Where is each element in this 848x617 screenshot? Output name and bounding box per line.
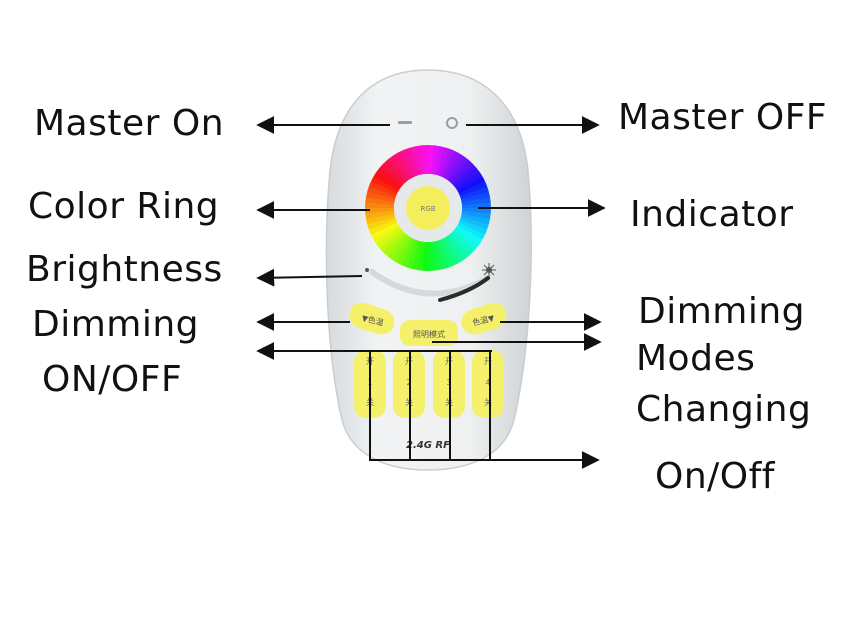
ring-center-button[interactable] — [406, 186, 450, 230]
label-color-ring: Color Ring — [28, 186, 220, 227]
arrow-brightness — [256, 268, 363, 287]
zone-off-label: 关 — [484, 397, 492, 407]
dimming-right-button[interactable] — [461, 302, 507, 335]
zone-number: 4 — [485, 378, 490, 387]
mode-button-label: 照明模式 — [413, 329, 445, 339]
brightness-low-icon — [365, 268, 369, 272]
label-on-off-right: On/Off — [655, 456, 775, 497]
label-master-on: Master On — [34, 103, 225, 144]
brightness-slider-highlight — [438, 276, 490, 302]
label-on-off-left: ON/OFF — [42, 359, 183, 400]
zone-on-label: 开 — [484, 357, 492, 366]
zone-button-4[interactable] — [472, 350, 504, 418]
ring-center-label: RGB — [420, 205, 435, 213]
label-dimming-right: Dimming — [638, 291, 806, 332]
label-indicator: Indicator — [630, 194, 794, 235]
brightness-high-icon — [482, 263, 496, 277]
label-brightness: Brightness — [26, 249, 223, 290]
label-changing: Changing — [636, 389, 812, 430]
arrow-on-off-right — [369, 350, 600, 469]
label-dimming-left: Dimming — [32, 304, 200, 345]
label-modes: Modes — [636, 338, 756, 379]
rf-label: 2.4G RF — [406, 440, 450, 451]
callout-arrows — [256, 116, 606, 469]
master-on-button[interactable] — [398, 121, 412, 124]
dimming-left-button[interactable] — [349, 302, 395, 335]
label-master-off: Master OFF — [618, 97, 828, 138]
mode-button[interactable] — [400, 320, 458, 346]
master-off-button[interactable] — [446, 117, 458, 129]
